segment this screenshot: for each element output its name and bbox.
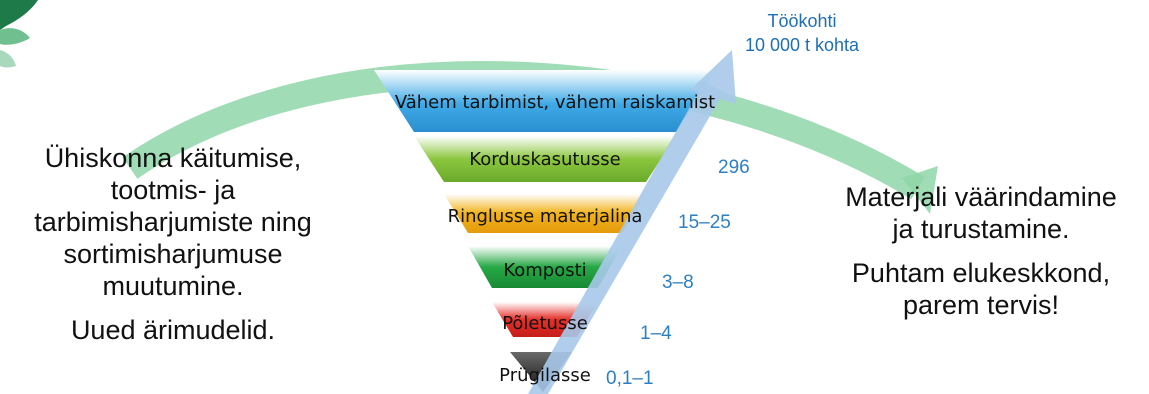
left-text-line: Uued ärimudelid. [70, 315, 276, 345]
jobs-value-reuse: 296 [718, 157, 750, 178]
level-label-compost: Komposti [503, 260, 587, 281]
jobs-axis-title: Töökohti 10 000 t kohta [712, 9, 892, 57]
level-label-reduce: Vähem tarbimist, vähem raiskamist [394, 92, 716, 113]
left-description: Ühiskonna käitumise, tootmis- ja tarbimi… [0, 142, 346, 346]
pyramid-level-3 [444, 194, 646, 233]
pyramid-level-1 [374, 70, 716, 132]
jobs-value-compost: 3–8 [662, 272, 694, 293]
left-text-line: tootmis- ja [110, 175, 236, 205]
jobs-arrow [528, 50, 736, 394]
right-description: Materjali väärindamine ja turustamine. P… [813, 181, 1149, 321]
right-text-line: Puhtam elukeskkond, [851, 258, 1111, 288]
left-text-line: tarbimisharjumiste ning [34, 207, 312, 237]
pyramid [374, 70, 716, 392]
left-text-line: sortimisharjumuse [63, 239, 283, 269]
jobs-value-incineration: 1–4 [640, 323, 672, 344]
pyramid-level-2 [414, 136, 676, 182]
pyramid-level-4 [468, 246, 622, 288]
left-text-line: Ühiskonna käitumise, [44, 143, 302, 173]
level-label-landfill: Prügilasse [499, 365, 591, 386]
left-text-line: muutumine. [102, 271, 244, 301]
level-label-incineration: Põletusse [502, 313, 588, 334]
leaf-logo-icon [0, 0, 38, 68]
jobs-value-landfill: 0,1–1 [606, 368, 654, 389]
jobs-title-line-2: 10 000 t kohta [744, 35, 860, 55]
right-text-line: parem tervis! [902, 290, 1060, 320]
right-text-line: Materjali väärindamine [845, 182, 1117, 212]
right-text-line: ja turustamine. [892, 214, 1070, 244]
level-label-reuse: Korduskasutusse [469, 149, 621, 170]
jobs-value-recycle: 15–25 [678, 212, 731, 233]
jobs-title-line-1: Töökohti [767, 11, 837, 31]
level-label-recycle: Ringlusse materjalina [447, 206, 643, 227]
